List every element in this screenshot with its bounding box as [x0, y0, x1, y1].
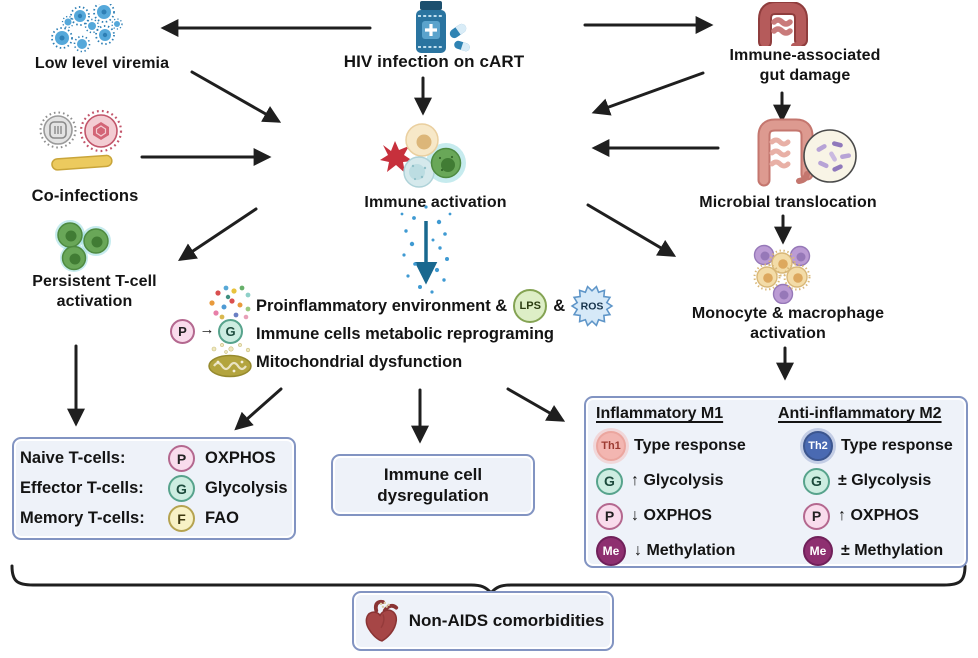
me-badge: Me	[803, 536, 833, 566]
g-badge: G	[596, 467, 623, 495]
tcell-cluster-icon	[55, 220, 111, 272]
m1-th1-row: Th1 Type response	[596, 431, 746, 461]
glycolysis-g-badge: G	[218, 319, 243, 344]
proinflammatory-block: Proinflammatory environment & LPS & ROS …	[256, 285, 686, 376]
ampersand: &	[553, 296, 566, 315]
pill-bottle-icon	[416, 1, 470, 53]
cytokine-dots-icon	[209, 285, 251, 320]
m2-th2-row: Th2 Type response	[778, 431, 953, 461]
m2-title: Anti-inflammatory M2	[778, 405, 942, 422]
m1-column: Inflammatory M1 Th1 Type response G ↑ Gl…	[596, 405, 746, 566]
p-badge: P	[803, 502, 830, 530]
f-badge: F	[168, 505, 195, 532]
bacterium	[51, 154, 113, 171]
naive-tcell-row: Naive T-cells: P OXPHOS	[20, 445, 288, 472]
low-level-viremia-label: Low level viremia	[34, 55, 170, 72]
microbial-translocation-icon	[757, 118, 857, 187]
gut-damage-label: Immune-associated gut damage	[729, 47, 881, 84]
immune-activation-label: Immune activation	[364, 194, 507, 211]
g-badge: G	[803, 467, 830, 495]
non-aids-comorbidities-label: Non-AIDS comorbidities	[408, 611, 605, 630]
magnifier-circle	[803, 129, 857, 183]
proinflammatory-line2: Immune cells metabolic reprograming	[256, 324, 554, 343]
dendritic-cell	[380, 141, 413, 173]
heart-icon	[365, 599, 398, 642]
macrophages	[753, 249, 811, 291]
m1-methylation-row: Me ↓ Methylation	[596, 536, 746, 566]
flow-arrows	[67, 16, 794, 444]
immune-dysregulation-box: Immune cell dysregulation	[331, 454, 535, 516]
th2-badge: Th2	[803, 431, 833, 461]
p-badge: P	[596, 502, 623, 530]
m2-methylation-row: Me ± Methylation	[778, 536, 953, 566]
gut-damage-icon	[758, 2, 808, 46]
m1-glycolysis-row: G ↑ Glycolysis	[596, 466, 746, 496]
m1-oxphos-row: P ↓ OXPHOS	[596, 501, 746, 531]
bottom-brace	[10, 564, 967, 596]
me-badge: Me	[596, 536, 626, 566]
p-badge: P	[168, 445, 195, 472]
co-infections-icon	[39, 109, 123, 171]
mitochondria-icon	[208, 343, 252, 378]
m2-glycolysis-row: G ± Glycolysis	[778, 466, 953, 496]
microbial-translocation-label: Microbial translocation	[699, 194, 877, 211]
virus-cluster-icon	[51, 4, 123, 53]
hiv-infection-label: HIV infection on cART	[343, 52, 525, 71]
monocyte-macrophage-label: Monocyte & macrophage activation	[691, 305, 885, 342]
m1-m2-box: Inflammatory M1 Th1 Type response G ↑ Gl…	[584, 396, 968, 568]
non-aids-comorbidities-box: Non-AIDS comorbidities	[352, 591, 614, 651]
g-badge: G	[168, 475, 195, 502]
m2-oxphos-row: P ↑ OXPHOS	[778, 501, 953, 531]
immune-activation-icon	[380, 123, 466, 188]
tcell-metabolism-box: Naive T-cells: P OXPHOS Effector T-cells…	[12, 437, 296, 540]
lps-badge: LPS	[513, 289, 548, 323]
p-to-g-arrow-icon: →	[199, 321, 215, 338]
m1-title: Inflammatory M1	[596, 405, 724, 422]
persistent-tcell-label: Persistent T-cell activation	[32, 273, 157, 310]
proinflammatory-line1: Proinflammatory environment & LPS & ROS	[256, 285, 686, 327]
bacteria-rods	[816, 141, 851, 172]
gray-virus	[39, 111, 77, 149]
oxphos-p-badge: P	[170, 319, 195, 344]
effector-tcell-row: Effector T-cells: G Glycolysis	[20, 475, 288, 502]
pink-virus	[79, 109, 123, 153]
svg-text:ROS: ROS	[581, 301, 604, 313]
proinflammatory-line3: Mitochondrial dysfunction	[256, 352, 463, 371]
co-infections-label: Co-infections	[31, 187, 139, 205]
cytokine-release-arrow	[400, 205, 452, 294]
monocytes	[753, 244, 811, 304]
m2-column: Anti-inflammatory M2 Th2 Type response G…	[778, 405, 953, 566]
monocyte-macrophage-icon	[753, 244, 811, 304]
ros-starburst-badge: ROS	[570, 285, 614, 327]
memory-tcell-row: Memory T-cells: F FAO	[20, 505, 288, 532]
th1-badge: Th1	[596, 431, 626, 461]
